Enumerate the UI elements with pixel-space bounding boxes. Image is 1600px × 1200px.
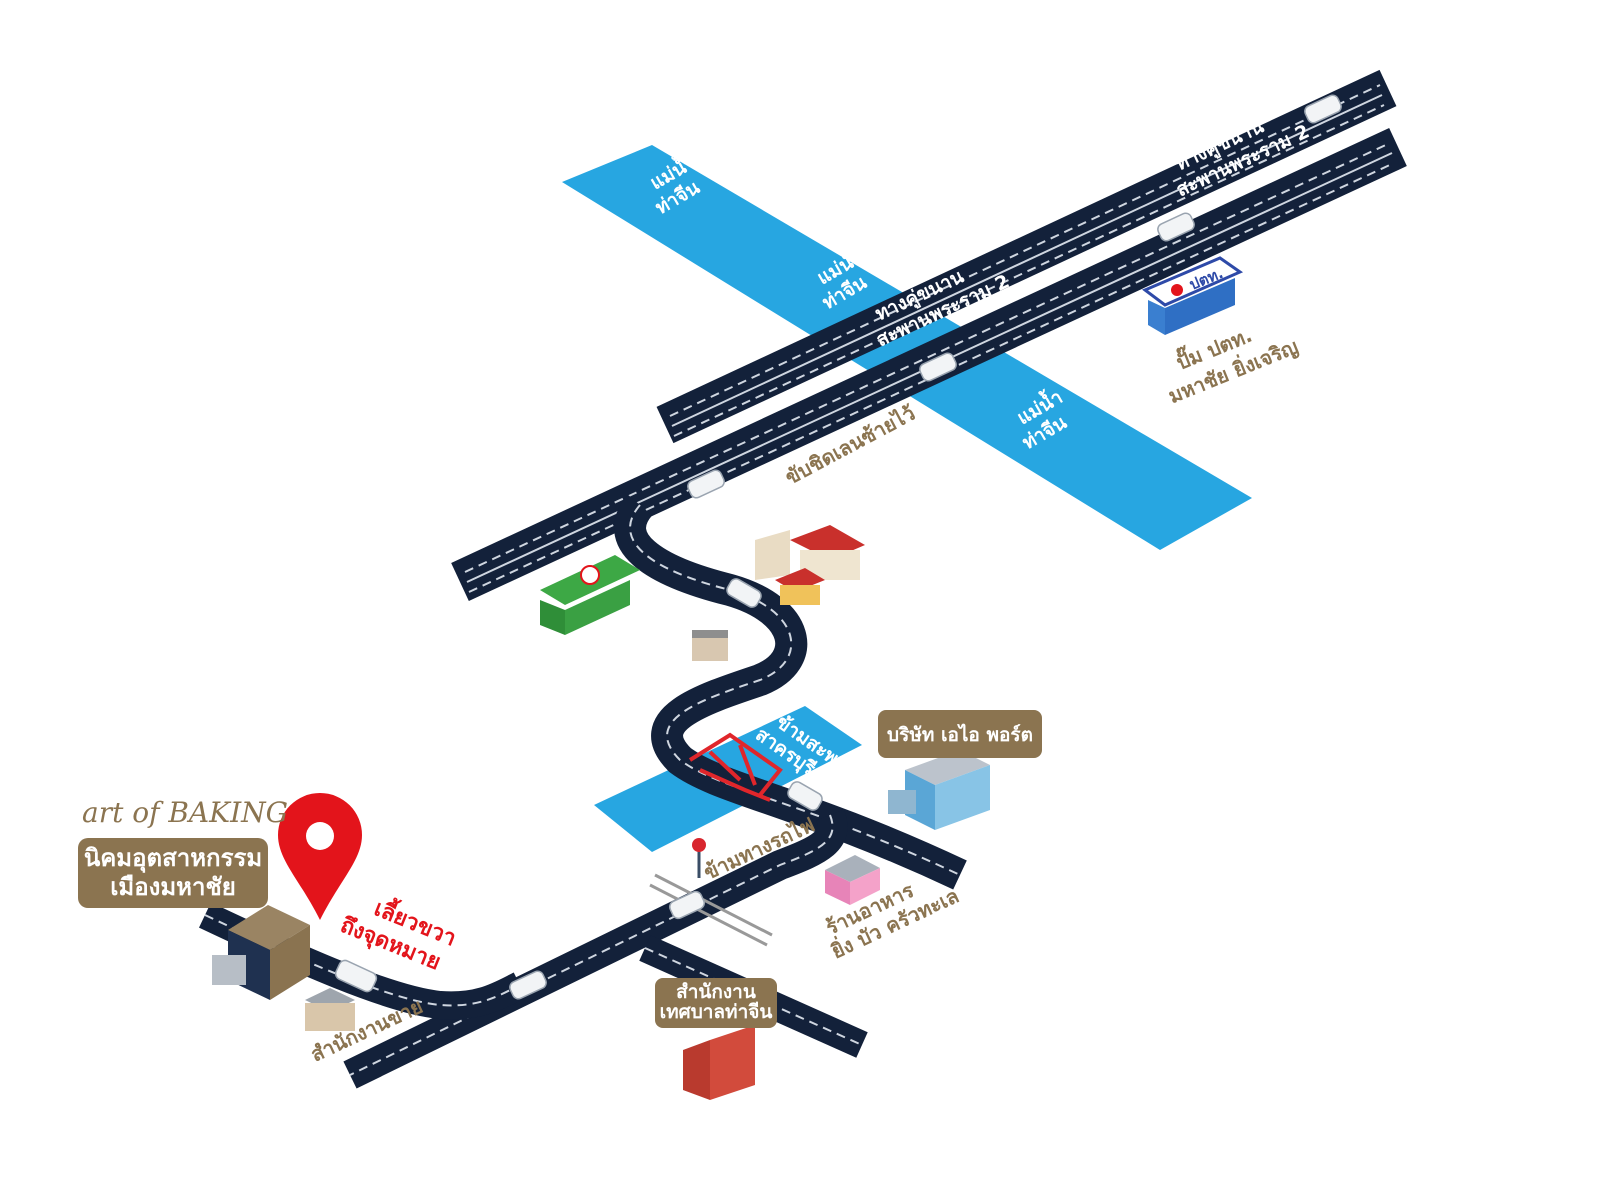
bridge-icon <box>688 732 783 802</box>
car-icons <box>334 94 1342 1000</box>
svg-text:เมืองมหาชัย: เมืองมหาชัย <box>110 873 236 901</box>
svg-text:สำนักงาน: สำนักงาน <box>676 981 756 1003</box>
restaurant-icon <box>825 855 880 905</box>
art-of-baking-logo: art of BAKING <box>82 796 288 829</box>
railway-icon <box>649 873 773 947</box>
highway-upper <box>656 69 1397 444</box>
svg-text:เทศบาลท่าจีน: เทศบาลท่าจีน <box>660 1001 773 1023</box>
company-building-icon <box>888 750 990 830</box>
small-shop-icon <box>692 630 728 661</box>
river-tha-chin <box>562 145 1252 550</box>
factory-building-icon <box>212 905 310 1000</box>
destination-label-box: นิคมอุตสาหกรรม เมืองมหาชัย <box>78 838 268 908</box>
location-pin-icon <box>278 793 362 920</box>
sales-office-icon <box>305 988 355 1031</box>
stop-sign-icon <box>692 838 706 878</box>
ptt-station-icon: ปตท. <box>1142 256 1244 335</box>
svg-text:บริษัท เอไอ พอร์ต: บริษัท เอไอ พอร์ต <box>887 723 1033 746</box>
svg-text:นิคมอุตสาหกรรม: นิคมอุตสาหกรรม <box>84 844 262 874</box>
municipal-label-box: สำนักงาน เทศบาลท่าจีน <box>655 978 777 1028</box>
houses-icon <box>755 525 865 605</box>
municipal-office-icon <box>683 1025 755 1100</box>
company-label-box: บริษัท เอไอ พอร์ต <box>878 710 1042 758</box>
pharmacy-building-icon <box>540 555 640 635</box>
